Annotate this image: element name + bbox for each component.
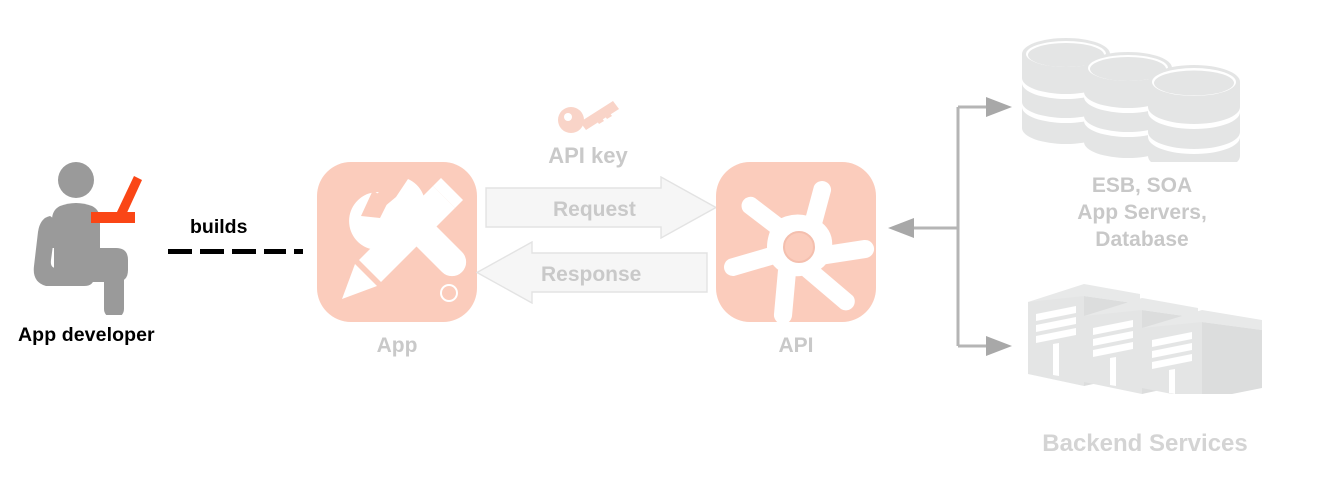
backend-services-label: Backend Services bbox=[1042, 430, 1248, 457]
request-label: Request bbox=[553, 198, 636, 221]
response-arrow bbox=[475, 240, 708, 305]
api-starburst-icon bbox=[724, 181, 875, 325]
app-developer-icon bbox=[30, 160, 180, 318]
response-label: Response bbox=[541, 263, 642, 286]
database-tier-label-line-3: Database bbox=[1095, 228, 1189, 251]
backend-connector-lines bbox=[880, 85, 1020, 365]
key-icon bbox=[558, 98, 620, 136]
database-tier-label: ESB, SOA App Servers, Database bbox=[1016, 172, 1268, 253]
app-node[interactable] bbox=[317, 162, 477, 322]
builds-label: builds bbox=[190, 216, 248, 238]
request-arrow bbox=[485, 175, 718, 240]
api-node[interactable] bbox=[716, 162, 876, 325]
builds-dashed-connector bbox=[168, 243, 303, 254]
database-stack-icon bbox=[1018, 38, 1264, 173]
database-tier-label-line-1: ESB, SOA bbox=[1091, 174, 1193, 197]
app-node-label: App bbox=[376, 334, 418, 357]
server-racks-icon bbox=[1026, 282, 1264, 400]
app-developer-label: App developer bbox=[18, 324, 155, 346]
wrench-and-pencil-icon bbox=[342, 178, 467, 302]
database-tier-label-line-2: App Servers, bbox=[1077, 201, 1207, 224]
api-key-label: API key bbox=[548, 143, 628, 168]
api-node-label: API bbox=[778, 334, 814, 357]
